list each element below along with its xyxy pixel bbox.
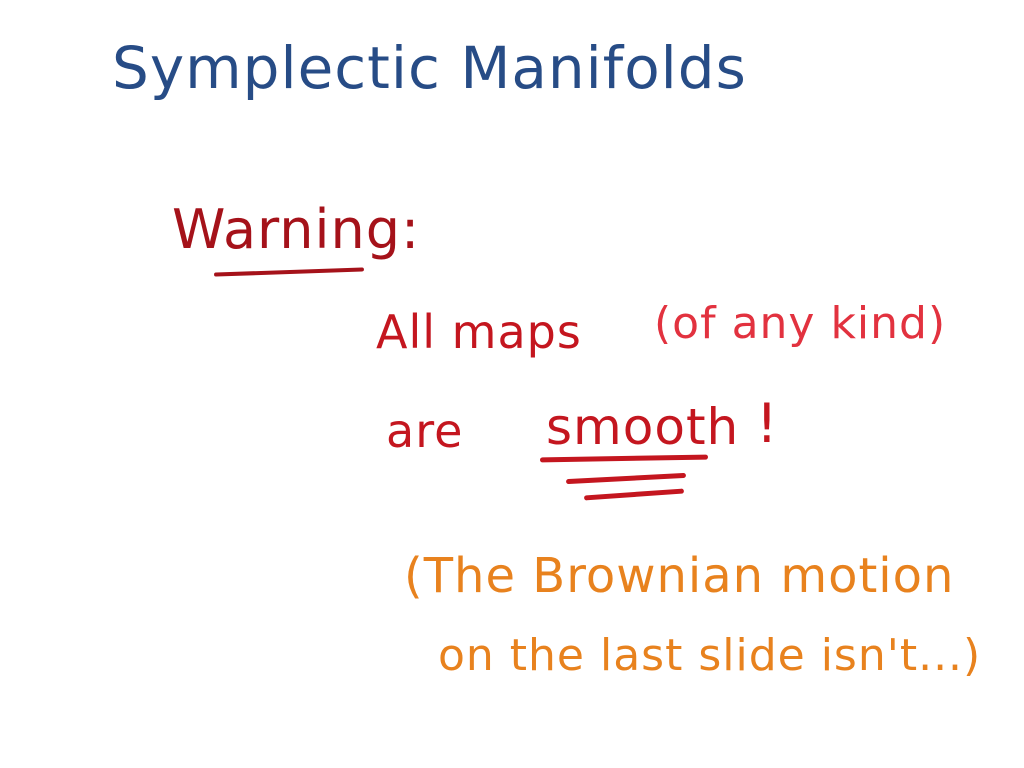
- note-line-1: (The Brownian motion: [404, 548, 955, 604]
- statement-all-maps: All maps: [376, 305, 582, 359]
- warning-label: Warning:: [172, 198, 421, 261]
- warning-underline: [213, 267, 365, 277]
- note-line-2: on the last slide isn't...): [438, 630, 982, 681]
- statement-are: are: [386, 404, 464, 458]
- slide-title: Symplectic Manifolds: [112, 34, 747, 102]
- smooth-underline: [583, 488, 685, 501]
- statement-smooth: smooth: [546, 398, 740, 456]
- smooth-underline: [565, 472, 687, 485]
- exclamation-mark: !: [756, 392, 779, 455]
- statement-aside: (of any kind): [654, 298, 947, 349]
